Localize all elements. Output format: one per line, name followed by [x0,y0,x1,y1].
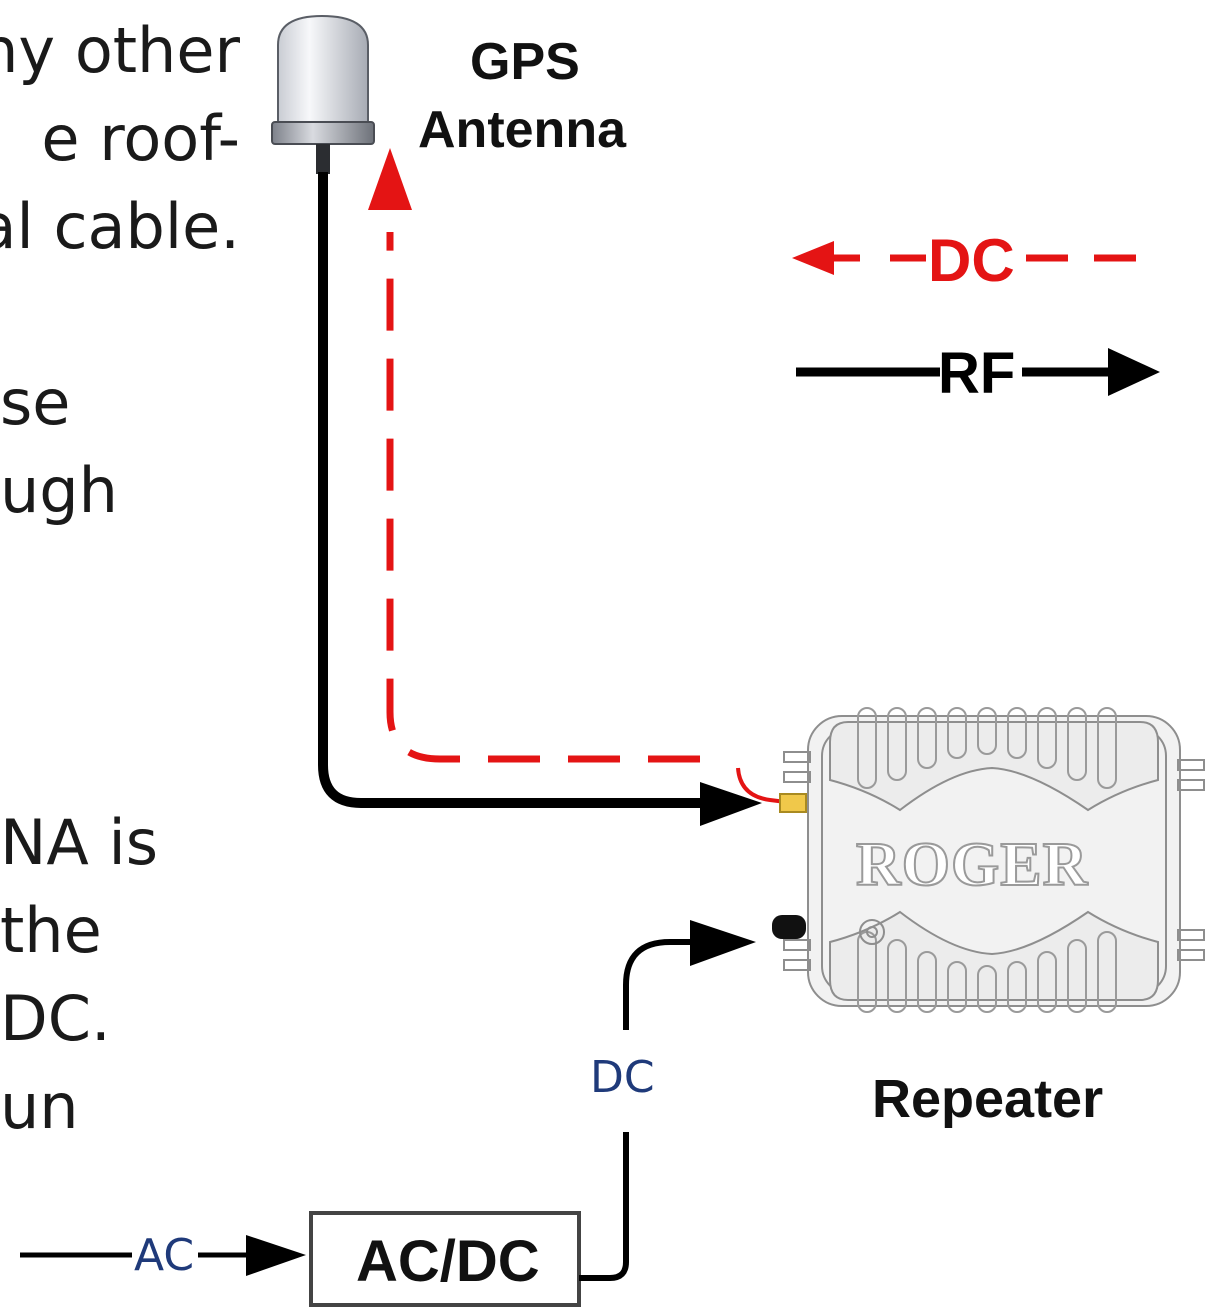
ac-input-label: AC [134,1230,195,1281]
text-line-3: al cable. [0,190,240,263]
dc-cable-upper [623,939,700,1030]
legend-dc-label: DC [928,227,1015,294]
gps-label-line1: GPS [470,33,580,91]
legend-dc [792,241,1136,275]
repeater-brand-label: ROGER [855,830,1089,900]
dc-cable-label: DC [590,1052,655,1103]
legend-rf [796,348,1160,396]
converter-box [309,1211,581,1307]
dc-path-to-antenna [386,232,700,763]
repeater-label: Repeater [872,1069,1104,1129]
rf-cable [318,172,712,808]
text-line-6: NA is [0,806,159,879]
text-line-1: ny other [0,14,240,87]
repeater-dc-port [772,915,806,939]
repeater-rf-port [779,793,807,813]
repeater-device-icon [783,707,1205,1013]
cropped-body-text: ny other e roof- al cable. se ugh NA is … [0,0,240,1309]
dc-path-arrowhead [368,148,412,210]
rf-cable-arrowhead [700,782,762,826]
text-line-2: e roof- [41,102,240,175]
text-line-5: ugh [0,454,118,527]
legend-rf-label: RF [938,341,1016,406]
dc-cable-arrowhead [690,920,756,966]
dc-cable [579,1132,629,1281]
text-line-9: un [0,1070,79,1143]
text-line-8: DC. [0,982,111,1055]
gps-label-line2: Antenna [418,101,626,159]
dc-tail [736,767,787,804]
gps-antenna-icon [271,14,375,174]
text-line-4: se [0,366,71,439]
text-line-7: the [0,894,102,967]
converter-label: AC/DC [356,1229,540,1294]
ac-input-arrowhead [246,1235,306,1276]
